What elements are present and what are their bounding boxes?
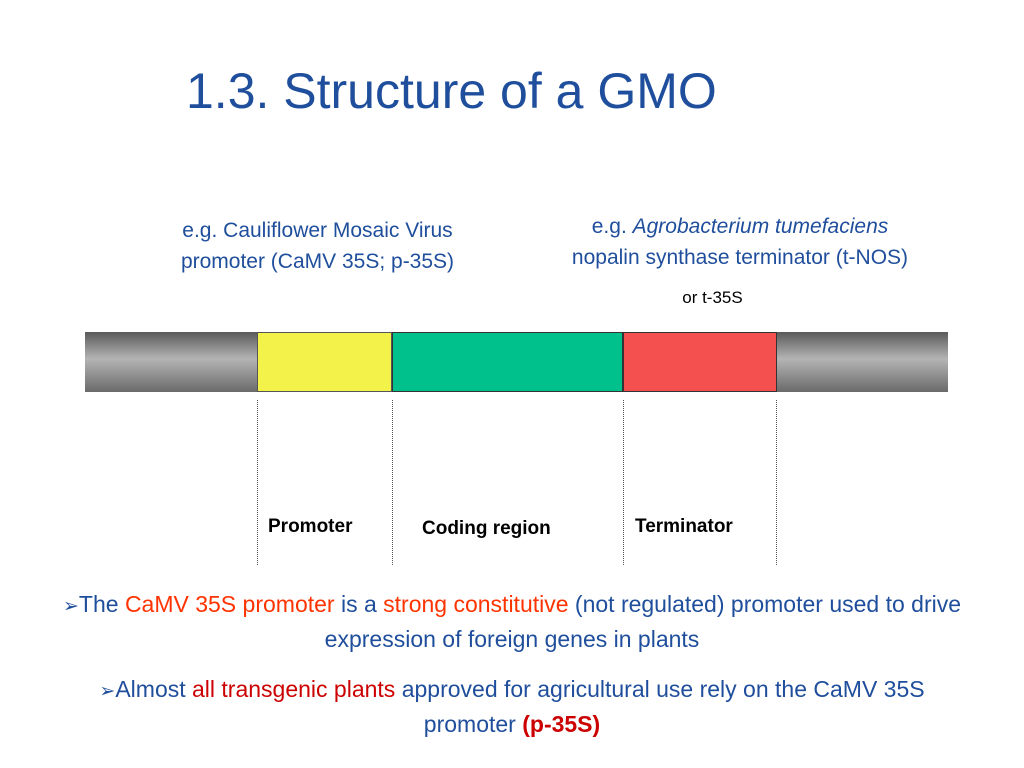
terminator-alternative: or t-35S xyxy=(682,288,743,307)
promoter-left-boundary xyxy=(257,400,258,565)
promoter-annotation-line2: promoter (CaMV 35S; p-35S) xyxy=(180,250,455,273)
bullet2-highlight-transgenic: all transgenic plants xyxy=(192,676,396,702)
bullet2-text-b: approved for agricultural use rely on th… xyxy=(395,676,925,737)
coding-region-label: Coding region xyxy=(422,518,551,539)
terminator-annotation-line1: e.g. Agrobacterium tumefaciens xyxy=(520,211,960,242)
terminator-species: Agrobacterium tumefaciens xyxy=(632,215,889,238)
bullet1-highlight-constitutive: strong constitutive xyxy=(383,591,569,617)
promoter-label: Promoter xyxy=(268,516,353,537)
bullet1-text-b: is a xyxy=(334,591,384,617)
coding-region-segment xyxy=(392,332,623,392)
terminator-right-boundary xyxy=(776,400,777,565)
right-flank-dna xyxy=(777,332,948,392)
slide-title: 1.3. Structure of a GMO xyxy=(186,63,717,119)
arrow-bullet-icon: ➢ xyxy=(62,596,79,617)
bullet2-text-a: Almost xyxy=(115,676,193,702)
terminator-segment xyxy=(623,332,777,392)
terminator-annotation-prefix: e.g. xyxy=(591,215,633,238)
promoter-right-boundary xyxy=(392,400,393,565)
promoter-segment xyxy=(257,332,392,392)
bullet-camv-promoter: ➢The CaMV 35S promoter is a strong const… xyxy=(60,588,964,656)
arrow-bullet-icon: ➢ xyxy=(99,681,116,702)
bullet1-text-a: The xyxy=(78,591,125,617)
terminator-annotation: e.g. Agrobacterium tumefaciens nopalin s… xyxy=(520,211,960,273)
bullet1-text-c: (not regulated) promoter used to drive e… xyxy=(324,591,962,652)
terminator-label: Terminator xyxy=(635,516,733,537)
promoter-annotation: e.g. Cauliflower Mosaic Virus promoter (… xyxy=(120,215,515,277)
terminator-left-boundary xyxy=(623,400,624,565)
terminator-annotation-line2: nopalin synthase terminator (t-NOS) xyxy=(571,246,909,269)
left-flank-dna xyxy=(85,332,257,392)
bullet2-highlight-p35s: (p-35S) xyxy=(522,711,601,737)
bullet1-highlight-promoter: CaMV 35S promoter xyxy=(124,591,335,617)
bullet-transgenic-plants: ➢Almost all transgenic plants approved f… xyxy=(60,673,964,741)
promoter-annotation-line1: e.g. Cauliflower Mosaic Virus xyxy=(182,219,453,242)
